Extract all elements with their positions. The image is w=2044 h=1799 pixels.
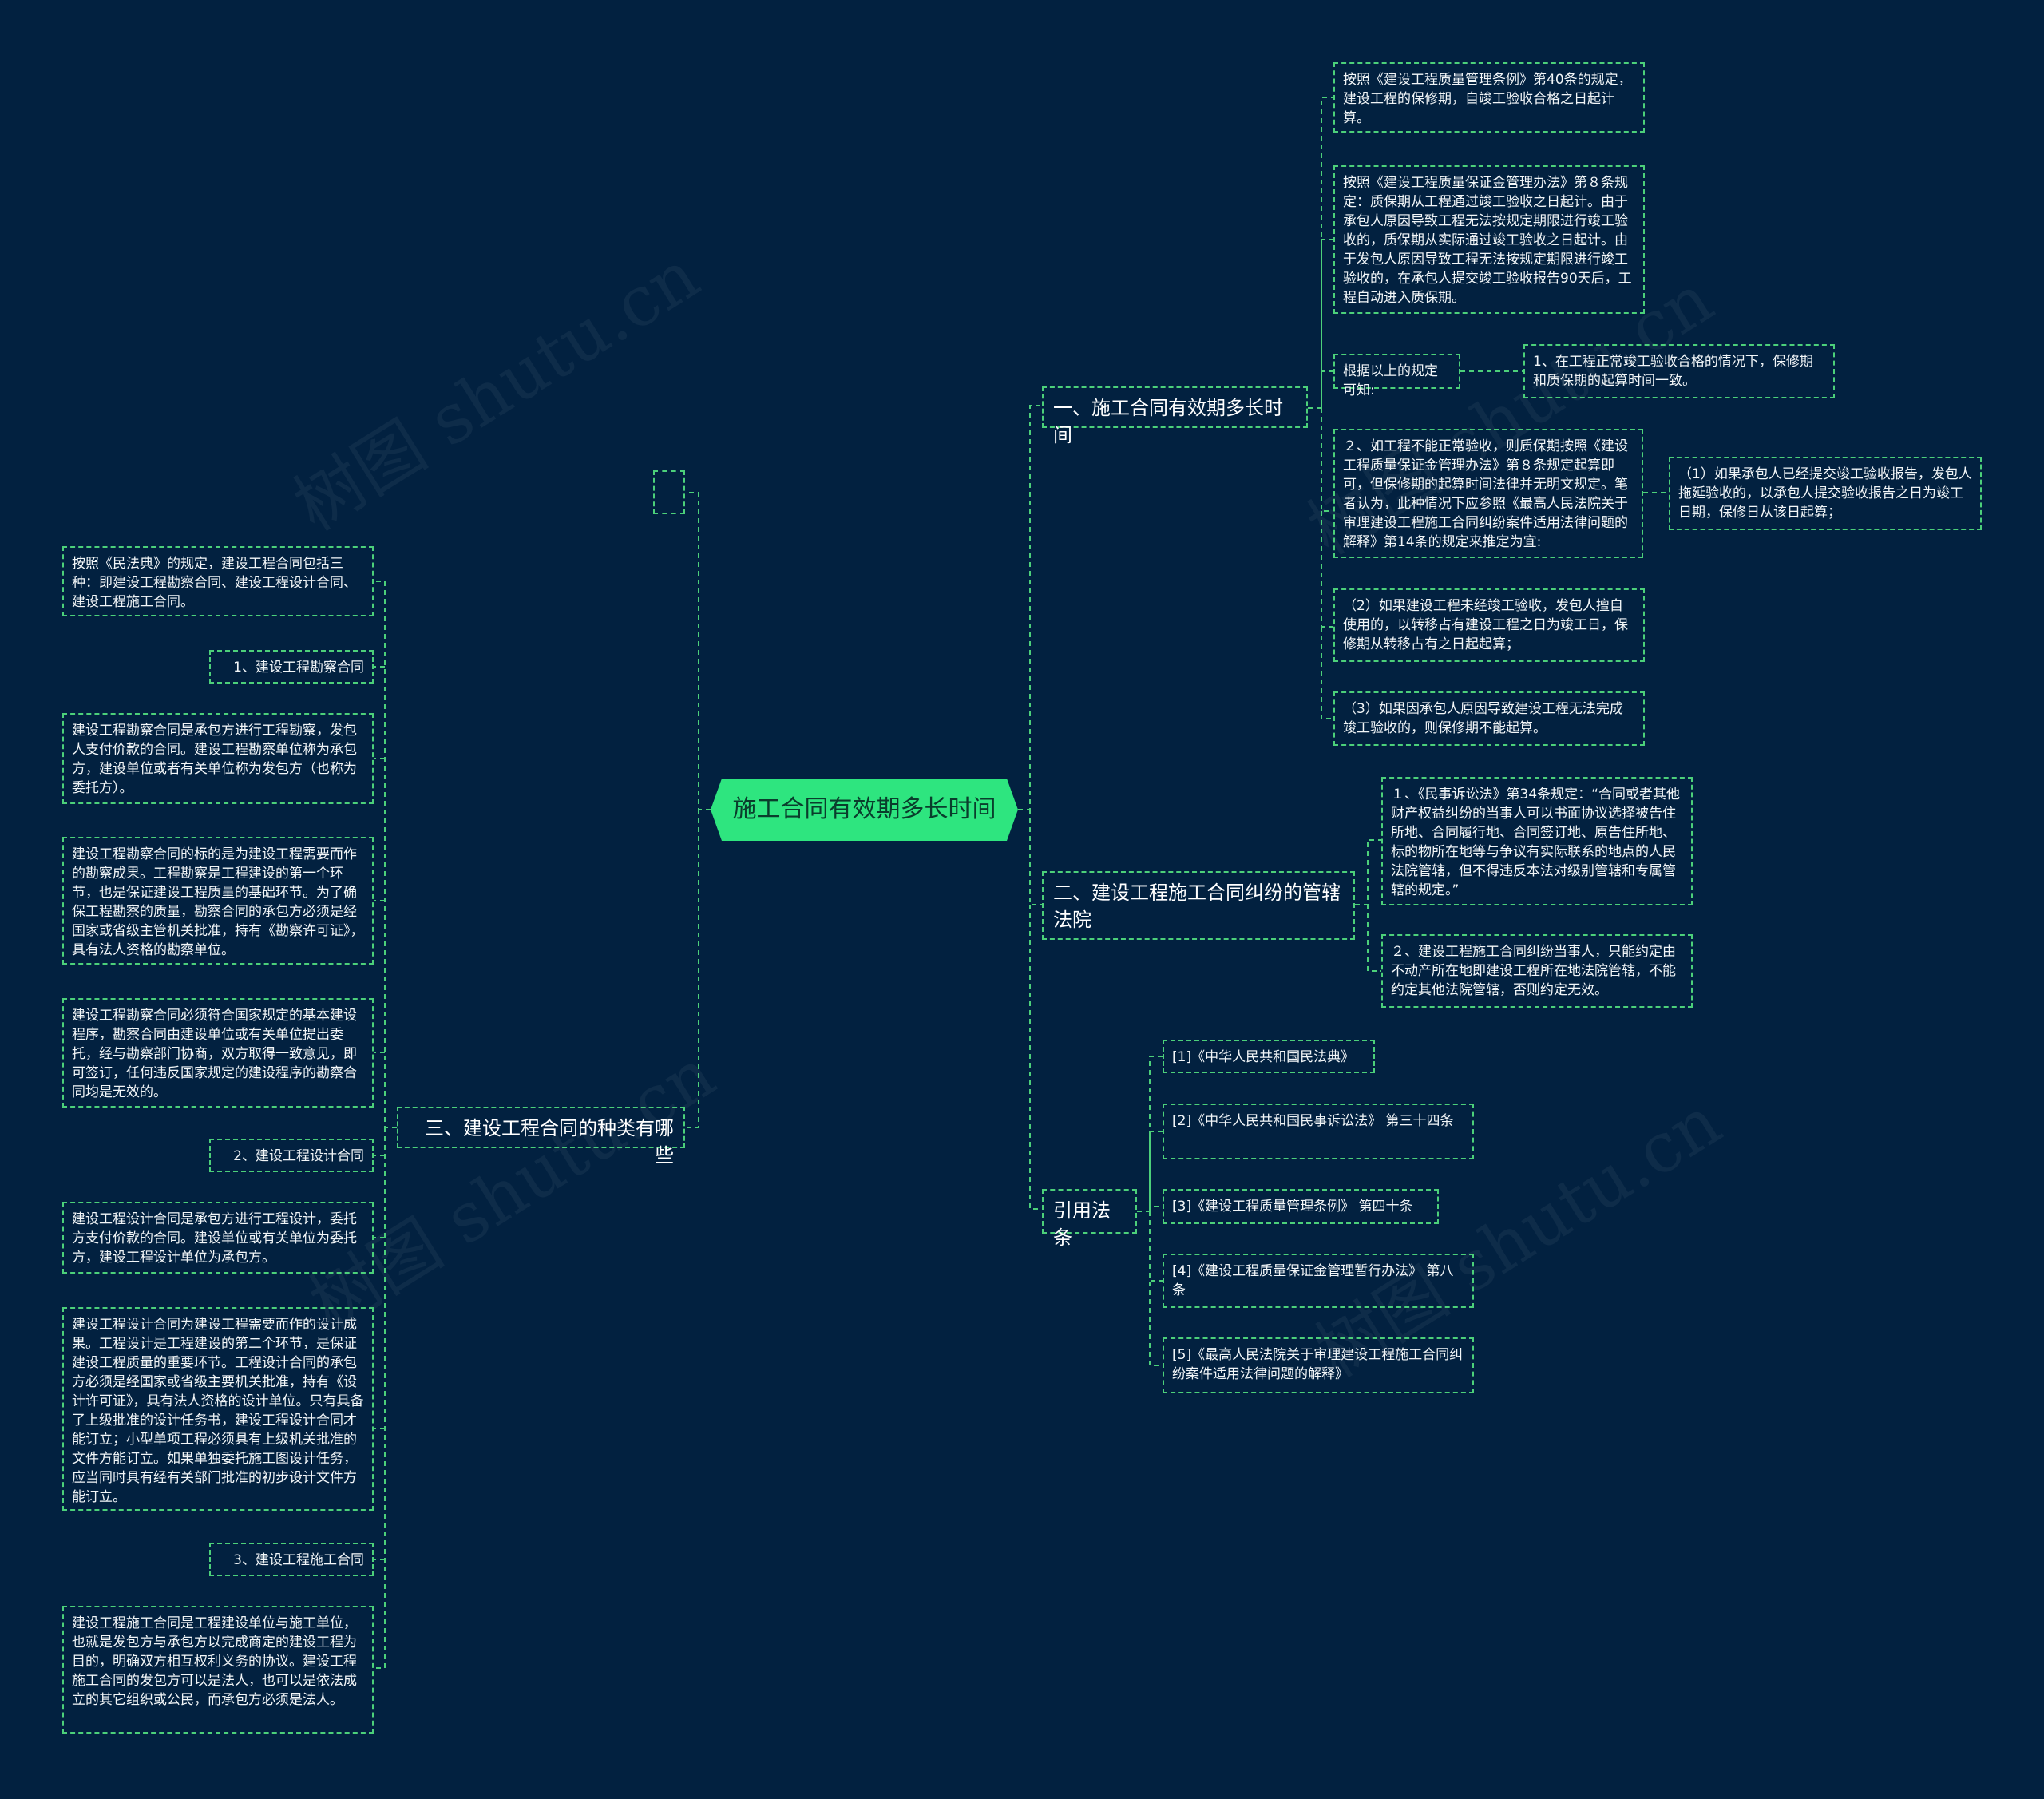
b4-heading-design-contract[interactable]: 2、建设工程设计合同 — [209, 1139, 374, 1172]
b4-construction-contract-definition[interactable]: 建设工程施工合同是工程建设单位与施工单位，也就是发包方与承包方以完成商定的建设工… — [62, 1606, 374, 1734]
branch-jurisdiction-court[interactable]: 二、建设工程施工合同纠纷的管辖法院 — [1042, 871, 1355, 940]
branch-contract-types[interactable]: 三、建设工程合同的种类有哪些 — [397, 1107, 685, 1167]
b3-law-ref-4[interactable]: [4]《建设工程质量保证金管理暂行办法》 第八条 — [1163, 1254, 1474, 1308]
b4-heading-construction-contract[interactable]: 3、建设工程施工合同 — [209, 1543, 374, 1576]
b4-survey-contract-definition[interactable]: 建设工程勘察合同是承包方进行工程勘察，发包人支付价款的合同。建设工程勘察单位称为… — [62, 713, 374, 804]
b4-design-contract-subject[interactable]: 建设工程设计合同为建设工程需要而作的设计成果。工程设计是工程建设的第二个环节，是… — [62, 1307, 374, 1511]
b2-exclusive-jurisdiction[interactable]: ２、建设工程施工合同纠纷当事人，只能约定由不动产所在地即建设工程所在地法院管辖，… — [1381, 934, 1693, 1008]
root-label: 施工合同有效期多长时间 — [732, 795, 996, 823]
b1-quality-regulation-art40[interactable]: 按照《建设工程质量管理条例》第40条的规定，建设工程的保修期，自竣工验收合格之日… — [1333, 62, 1645, 133]
b1-warranty-deposit-art8[interactable]: 按照《建设工程质量保证金管理办法》第８条规定：质保期从工程通过竣工验收之日起计。… — [1333, 165, 1645, 314]
b4-heading-survey-contract[interactable]: 1、建设工程勘察合同 — [209, 650, 374, 684]
b1-conclusion-intro[interactable]: 根据以上的规定可知: — [1333, 354, 1460, 398]
b3-law-ref-5[interactable]: [5]《最高人民法院关于审理建设工程施工合同纠纷案件适用法律问题的解释》 — [1163, 1337, 1474, 1393]
branch-cited-laws[interactable]: 引用法条 — [1042, 1189, 1137, 1249]
branch-empty[interactable] — [653, 470, 685, 514]
b2-civil-procedure-art34[interactable]: １、《民事诉讼法》第34条规定：“合同或者其他财产权益纠纷的当事人可以书面协议选… — [1381, 777, 1693, 905]
b3-law-ref-2[interactable]: [2]《中华人民共和国民事诉讼法》 第三十四条 — [1163, 1104, 1474, 1159]
b3-law-ref-1[interactable]: [1]《中华人民共和国民法典》 — [1163, 1040, 1375, 1073]
b1-conclusion-normal-case[interactable]: 1、在工程正常竣工验收合格的情况下，保修期和质保期的起算时间一致。 — [1523, 344, 1835, 398]
b3-law-ref-3[interactable]: [3]《建设工程质量管理条例》 第四十条 — [1163, 1189, 1439, 1224]
b4-civil-code-three-types[interactable]: 按照《民法典》的规定，建设工程合同包括三种：即建设工程勘察合同、建设工程设计合同… — [62, 546, 374, 616]
b4-survey-contract-subject[interactable]: 建设工程勘察合同的标的是为建设工程需要而作的勘察成果。工程勘察是工程建设的第一个… — [62, 837, 374, 965]
b1-case-unaccepted-use[interactable]: （2）如果建设工程未经竣工验收，发包人擅自使用的，以转移占有建设工程之日为竣工日… — [1333, 588, 1645, 662]
branch-validity-period[interactable]: 一、施工合同有效期多长时间 — [1042, 386, 1308, 446]
b4-survey-contract-procedure[interactable]: 建设工程勘察合同必须符合国家规定的基本建设程序，勘察合同由建设单位或有关单位提出… — [62, 998, 374, 1108]
root-topic[interactable]: 施工合同有效期多长时间 — [711, 779, 1018, 841]
b1-abnormal-acceptance[interactable]: ２、如工程不能正常验收，则质保期按照《建设工程质量保证金管理办法》第８条规定起算… — [1333, 429, 1643, 558]
b1-case-contractor-fault[interactable]: （3）如果因承包人原因导致建设工程无法完成竣工验收的，则保修期不能起算。 — [1333, 691, 1645, 746]
b1-case-delayed-acceptance[interactable]: （1）如果承包人已经提交竣工验收报告，发包人拖延验收的，以承包人提交验收报告之日… — [1669, 457, 1982, 530]
root-shape — [711, 779, 1018, 841]
b4-design-contract-definition[interactable]: 建设工程设计合同是承包方进行工程设计，委托方支付价款的合同。建设单位或有关单位为… — [62, 1202, 374, 1274]
